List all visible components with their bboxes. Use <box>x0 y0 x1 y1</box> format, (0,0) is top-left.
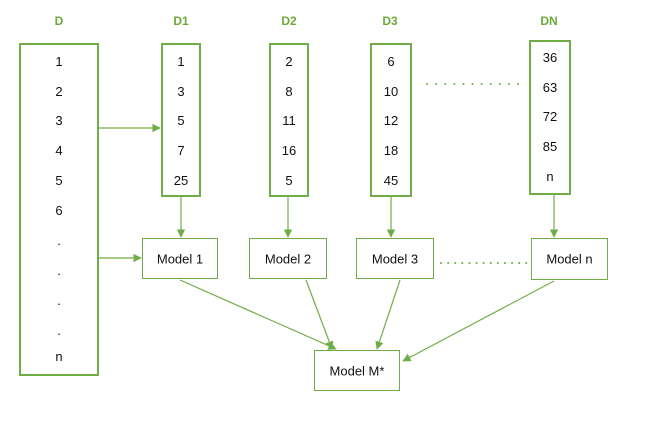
dataset-d1-value: 25 <box>173 173 189 188</box>
header-d2: D2 <box>281 14 297 28</box>
model-n-box: Model n <box>531 238 608 280</box>
dataset-d3-value: 12 <box>383 113 399 128</box>
arrow-model-2-to-ensemble <box>305 279 334 350</box>
model-2-box: Model 2 <box>249 238 327 279</box>
dataset-d-value: 5 <box>55 173 63 188</box>
dataset-d-value: 3 <box>55 113 63 128</box>
dataset-d3-value: 45 <box>383 173 399 188</box>
dataset-d-value: . <box>57 233 61 248</box>
header-d3: D3 <box>382 14 398 28</box>
dataset-dn-value: 36 <box>542 50 558 65</box>
dataset-d-value: 6 <box>55 203 63 218</box>
dataset-d2-value: 2 <box>285 54 293 69</box>
dataset-d-value: 4 <box>55 143 63 158</box>
dataset-d3-value: 10 <box>383 84 399 99</box>
arrow-model-3-to-ensemble <box>375 279 401 350</box>
header-d1: D1 <box>173 14 189 28</box>
ensemble-model-label: Model M* <box>329 363 385 378</box>
dataset-d1-box: 1 3 5 7 25 <box>161 43 201 197</box>
header-d: D <box>54 14 64 28</box>
dataset-d2-box: 2 8 11 16 5 <box>269 43 309 197</box>
dataset-dn-value: 85 <box>542 139 558 154</box>
dataset-d2-value: 8 <box>285 84 293 99</box>
dataset-d-value: . <box>57 323 61 338</box>
dataset-d1-value: 3 <box>177 84 185 99</box>
dataset-d3-value: 18 <box>383 143 399 158</box>
dataset-d1-value: 7 <box>177 143 185 158</box>
dataset-d2-value: 11 <box>282 113 296 128</box>
model-n-label: Model n <box>546 251 593 267</box>
dataset-d-value: 1 <box>55 54 63 69</box>
model-1-box: Model 1 <box>142 238 218 279</box>
dataset-d-value: . <box>57 293 61 308</box>
arrow-model-1-to-ensemble <box>179 279 337 350</box>
dataset-d3-value: 6 <box>387 54 395 69</box>
dataset-dn-box: 36 63 72 85 n <box>529 40 571 195</box>
dataset-d1-value: 5 <box>177 113 185 128</box>
header-dn: DN <box>540 14 558 28</box>
model-2-label: Model 2 <box>264 251 312 266</box>
dataset-d1-value: 1 <box>177 54 185 69</box>
dataset-d-value: . <box>57 263 61 278</box>
dataset-d-value: n <box>55 349 63 364</box>
model-3-box: Model 3 <box>356 238 434 279</box>
dataset-dn-value: 63 <box>542 80 558 95</box>
dataset-d2-value: 5 <box>285 173 293 188</box>
dataset-d2-value: 16 <box>281 143 297 158</box>
arrow-model-n-to-ensemble <box>402 280 555 362</box>
model-3-label: Model 3 <box>371 251 419 266</box>
ensemble-model-box: Model M* <box>314 350 400 391</box>
model-1-label: Model 1 <box>156 251 204 266</box>
dataset-d-value: 2 <box>55 84 63 99</box>
dataset-dn-value: n <box>546 169 554 184</box>
dataset-d-box: 1 2 3 4 5 6 . . . . n <box>19 43 99 376</box>
dataset-dn-value: 72 <box>542 109 558 124</box>
dataset-d3-box: 6 10 12 18 45 <box>370 43 412 197</box>
